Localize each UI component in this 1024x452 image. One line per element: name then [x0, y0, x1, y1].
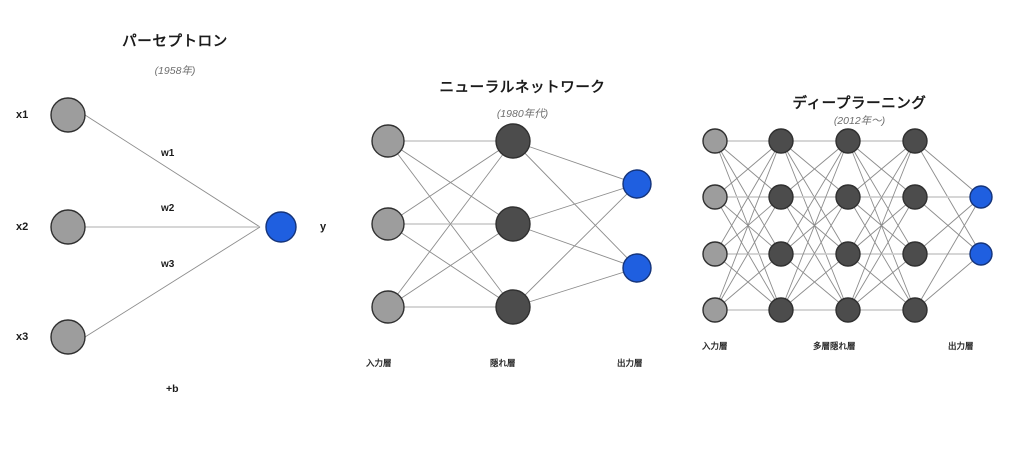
- edge-x3-y: [84, 226, 261, 338]
- dl-edge: [714, 253, 782, 311]
- dl-edge: [914, 196, 982, 311]
- nn-hidden-node: [495, 123, 531, 159]
- perceptron-label-x1: x1: [16, 109, 29, 121]
- dl-layer-label-input: 入力層: [702, 341, 728, 351]
- nn-output-node: [622, 253, 652, 283]
- perceptron-weight-w2: w2: [161, 203, 175, 214]
- dl-hidden-node: [835, 184, 861, 210]
- dl-hidden-node: [835, 241, 861, 267]
- dl-edge: [847, 140, 916, 198]
- perceptron-label-x2: x2: [16, 221, 29, 233]
- nn-layer-label-output: 出力層: [617, 358, 643, 368]
- nn-input-node: [371, 124, 405, 158]
- nn-layer-label-hidden: 隠れ層: [490, 358, 516, 368]
- dl-edge: [914, 253, 982, 311]
- dl-hidden-node: [835, 128, 861, 154]
- dl-edge: [780, 196, 849, 311]
- dl-edge: [780, 253, 849, 311]
- dl-edge: [914, 140, 982, 198]
- dl-hidden-node: [835, 297, 861, 323]
- dl-hidden-node: [902, 297, 928, 323]
- dl-edge: [780, 140, 849, 255]
- dl-edge: [780, 140, 849, 198]
- neural-network-title: ニューラルネットワーク: [439, 80, 606, 96]
- nn-hidden-node: [495, 206, 531, 242]
- edge-x1-y: [84, 114, 261, 228]
- dl-edge: [847, 196, 916, 311]
- dl-hidden-node: [902, 241, 928, 267]
- nn-edges-input-hidden: [387, 140, 514, 308]
- dl-input-node: [702, 241, 728, 267]
- perceptron-label-y: y: [320, 221, 327, 233]
- deep-learning-title: ディープラーニング: [792, 96, 927, 112]
- perceptron-input-node-x2: [50, 209, 86, 245]
- dl-edge: [780, 140, 849, 311]
- dl-layer-label-hidden: 多層隠れ層: [813, 341, 856, 351]
- dl-edge: [714, 140, 782, 311]
- dl-nodes: [702, 128, 993, 323]
- dl-edge: [914, 196, 982, 255]
- perceptron-label-x3: x3: [16, 331, 29, 343]
- dl-layer-label-output: 出力層: [948, 341, 974, 351]
- nn-input-node: [371, 290, 405, 324]
- perceptron-output-node-y: [265, 211, 297, 243]
- nn-hidden-node: [495, 289, 531, 325]
- dl-edge: [847, 140, 916, 255]
- dl-hidden-node: [902, 128, 928, 154]
- dl-edge: [847, 253, 916, 311]
- dl-hidden-node: [768, 128, 794, 154]
- deep-learning-graph: [702, 128, 993, 323]
- dl-edge: [714, 140, 782, 255]
- dl-edge: [714, 196, 782, 311]
- nn-layer-label-input: 入力層: [366, 358, 392, 368]
- perceptron-title: パーセプトロン: [122, 34, 228, 50]
- dl-input-node: [702, 297, 728, 323]
- dl-hidden-node: [902, 184, 928, 210]
- perceptron-bias-label: +b: [166, 383, 179, 395]
- dl-hidden-node: [768, 184, 794, 210]
- perceptron-input-node-x1: [50, 97, 86, 133]
- panel-deep-learning: ディープラーニング (2012年〜) 入力層 多層隠れ層 出力層: [695, 0, 1024, 452]
- panel-neural-network: ニューラルネットワーク (1980年代): [350, 0, 695, 452]
- deep-learning-subtitle: (2012年〜): [833, 115, 886, 127]
- dl-output-node: [969, 242, 993, 266]
- nn-input-node: [371, 207, 405, 241]
- dl-edge: [847, 140, 916, 311]
- perceptron-input-node-x3: [50, 319, 86, 355]
- dl-input-node: [702, 128, 728, 154]
- dl-hidden-node: [768, 297, 794, 323]
- dl-edges: [714, 140, 982, 311]
- perceptron-weight-w1: w1: [161, 148, 175, 159]
- dl-input-node: [702, 184, 728, 210]
- dl-output-node: [969, 185, 993, 209]
- neural-network-graph: [371, 123, 652, 325]
- neural-network-subtitle: (1980年代): [496, 108, 549, 120]
- panel-perceptron: パーセプトロン (1958年) x1 x2 x3 w1 w2 w3 y +b: [0, 0, 350, 452]
- perceptron-graph: [50, 97, 297, 355]
- perceptron-weight-w3: w3: [161, 259, 175, 270]
- dl-hidden-node: [768, 241, 794, 267]
- nn-output-node: [622, 169, 652, 199]
- nn-edges-hidden-output: [512, 140, 638, 308]
- perceptron-subtitle: (1958年): [154, 65, 196, 77]
- dl-edge: [714, 140, 782, 198]
